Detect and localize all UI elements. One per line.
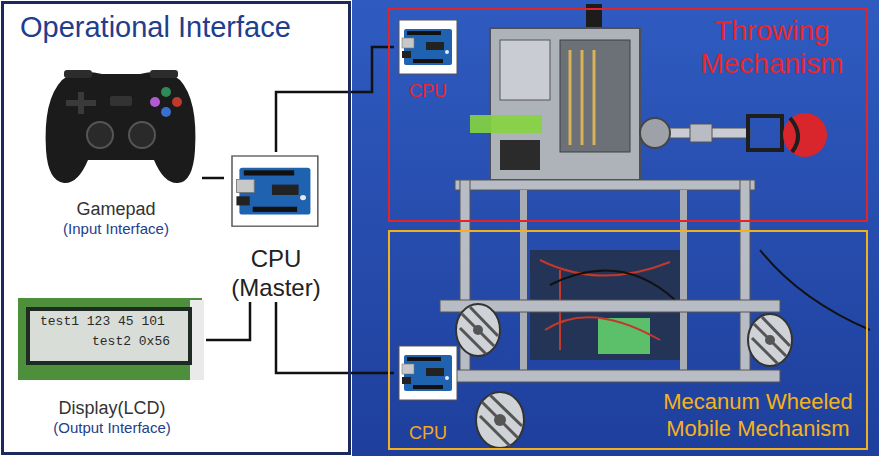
lcd-text: test2 0x56 bbox=[92, 334, 170, 349]
wire-connector bbox=[276, 302, 394, 373]
node-title: Gamepad bbox=[76, 198, 155, 220]
node-title: Throwing Mechanism bbox=[686, 14, 858, 80]
interface-panel: Operational InterfaceGamepad(Input Inter… bbox=[1, 1, 351, 455]
throwing-region: Throwing MechanismCPU bbox=[388, 8, 868, 222]
wire-line bbox=[276, 302, 394, 373]
wire-line bbox=[276, 47, 394, 152]
node-subtitle: (Input Interface) bbox=[63, 220, 169, 238]
node-title: CPU bbox=[409, 80, 447, 102]
lcd-text: test1 123 45 101 bbox=[40, 314, 165, 329]
master-cpu: CPU (Master) bbox=[224, 152, 328, 302]
mobile-region: Mecanum Wheeled Mobile MechanismCPU bbox=[388, 230, 868, 450]
wire-connector bbox=[202, 178, 224, 179]
wire-line bbox=[206, 302, 250, 340]
wire-line bbox=[202, 177, 224, 180]
cpu-board: CPU bbox=[394, 340, 462, 444]
node-title: CPU bbox=[409, 422, 447, 444]
node-title: CPU (Master) bbox=[224, 244, 328, 302]
node-subtitle: (Output Interface) bbox=[53, 419, 171, 437]
node-title: Display(LCD) bbox=[58, 397, 165, 419]
cpu-board: CPU bbox=[394, 16, 462, 102]
wire-connector bbox=[206, 302, 250, 340]
node-title: Operational Interface bbox=[20, 10, 291, 45]
wire-connector bbox=[276, 47, 394, 152]
gamepad-device: Gamepad(Input Interface) bbox=[30, 62, 202, 238]
node-title: Mecanum Wheeled Mobile Mechanism bbox=[658, 388, 858, 442]
